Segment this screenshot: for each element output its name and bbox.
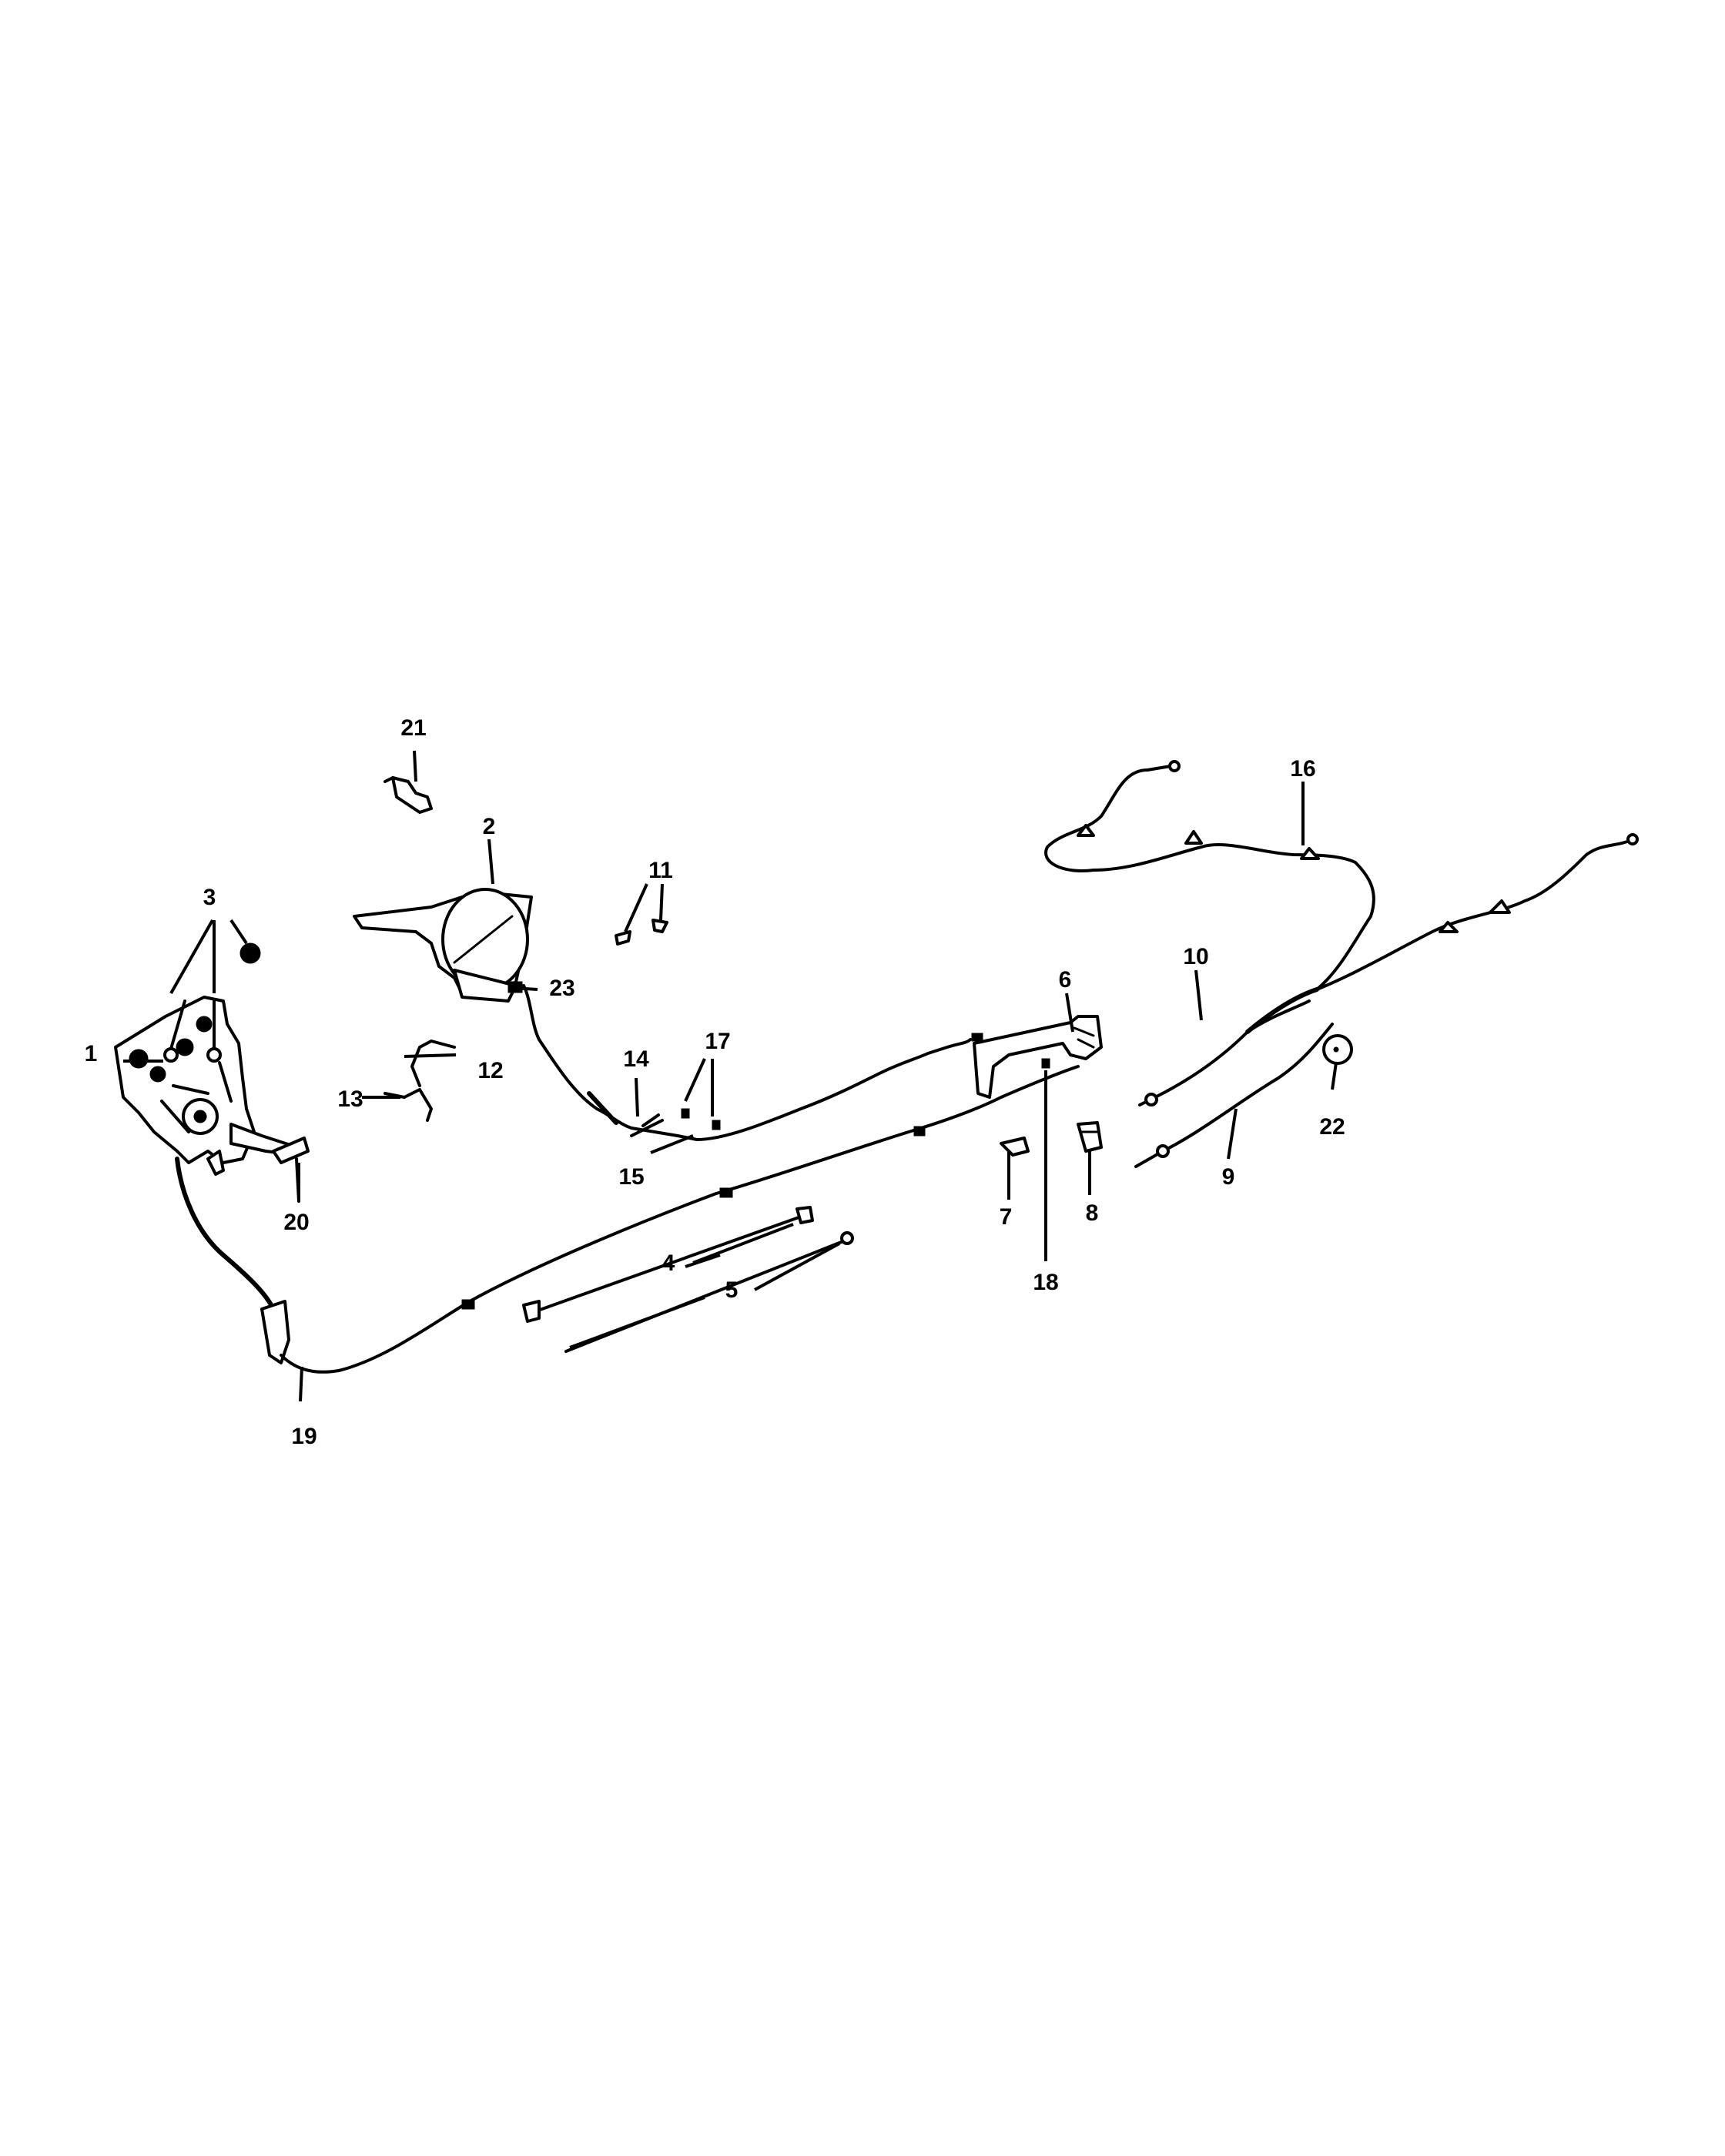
callout-16: 16 — [1290, 756, 1315, 782]
callout-labels: 1 2 3 4 5 6 7 8 9 10 11 12 13 14 15 16 1… — [85, 715, 1345, 1449]
callout-19: 19 — [291, 1424, 317, 1449]
part-2-lever-handle — [353, 888, 533, 1003]
part-10-rear-cable-left — [1138, 999, 1311, 1106]
callout-10: 10 — [1183, 944, 1208, 969]
part-16-rear-cable-upper — [1044, 760, 1375, 1034]
part-4-rod — [522, 1206, 814, 1323]
callout-12: 12 — [477, 1058, 503, 1083]
part-20-pedal-pad — [272, 1137, 310, 1203]
part-8-clip — [1077, 1121, 1103, 1153]
part-11-push-pins — [615, 919, 668, 946]
callout-9: 9 — [1222, 1164, 1235, 1190]
callout-1: 1 — [85, 1041, 98, 1066]
part-18-pin — [1041, 1058, 1050, 1069]
callout-20: 20 — [283, 1210, 309, 1235]
part-22-grommet — [1322, 1034, 1353, 1065]
callout-5: 5 — [725, 1277, 739, 1303]
callout-8: 8 — [1086, 1200, 1099, 1226]
callout-13: 13 — [337, 1086, 363, 1112]
callout-7: 7 — [1000, 1204, 1013, 1230]
callout-21: 21 — [400, 715, 426, 741]
part-7-clip — [1000, 1137, 1030, 1157]
rear-cable-far-right — [1315, 833, 1639, 991]
callout-11: 11 — [648, 858, 673, 883]
part-9-rear-cable-right — [1134, 1023, 1334, 1168]
part-3-fasteners — [163, 942, 261, 1063]
part-21-clip — [384, 776, 433, 814]
part-12-13-bracket — [384, 1040, 456, 1122]
callout-17: 17 — [705, 1029, 730, 1054]
front-cable-from-handle — [522, 984, 983, 1141]
part-6-bracket — [973, 1015, 1103, 1099]
leader-lines — [123, 750, 1338, 1402]
callout-4: 4 — [662, 1250, 675, 1276]
callout-14: 14 — [623, 1046, 649, 1072]
callout-6: 6 — [1059, 967, 1072, 993]
callout-23: 23 — [549, 976, 574, 1001]
part-1-pedal-assembly — [114, 996, 298, 1176]
callout-22: 22 — [1319, 1114, 1345, 1140]
callout-15: 15 — [618, 1164, 644, 1190]
part-17-clips — [681, 1108, 721, 1130]
callout-2: 2 — [483, 814, 496, 839]
callout-3: 3 — [203, 885, 216, 910]
callout-18: 18 — [1033, 1270, 1058, 1295]
part-19-main-cable — [175, 1065, 1080, 1374]
